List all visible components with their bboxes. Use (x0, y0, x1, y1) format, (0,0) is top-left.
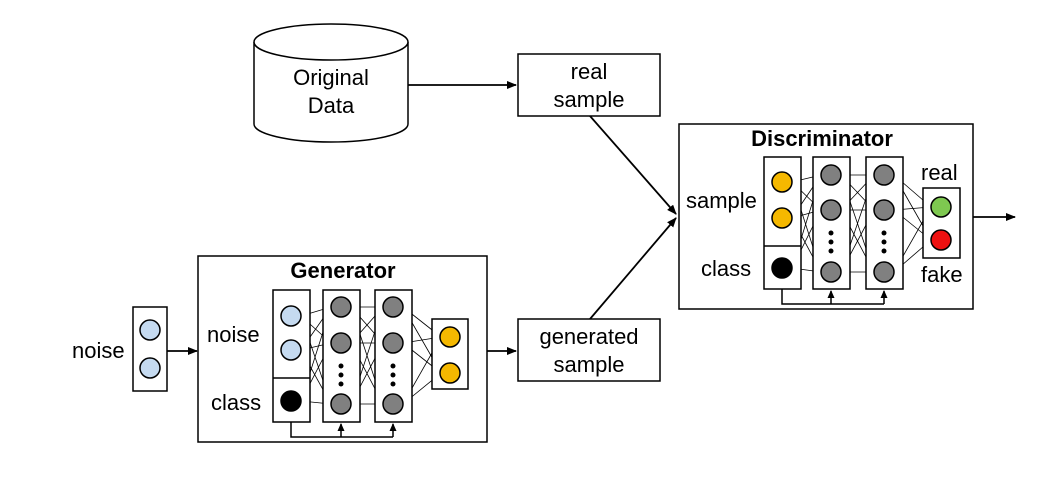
ellipsis-dot (338, 381, 344, 387)
discriminator-title: Discriminator (751, 126, 893, 151)
noise-input-node (139, 357, 161, 379)
original-data-label-line2: Data (308, 93, 355, 118)
generator-output-node (439, 362, 461, 384)
discriminator-class-label: class (701, 256, 751, 281)
real-sample-label-line1: real (571, 59, 608, 84)
generated-sample-box: generated sample (517, 318, 661, 382)
generator-output-node (439, 326, 461, 348)
generator-class-node (280, 390, 302, 412)
discriminator-sample-node (771, 171, 793, 193)
ellipsis-dot (338, 363, 344, 369)
original-data-cylinder: Original Data (253, 23, 409, 143)
ellipsis-dot (828, 248, 834, 254)
discriminator-hidden-node (820, 199, 842, 221)
ellipsis-dot (390, 372, 396, 378)
generator-noise-node (280, 305, 302, 327)
generator-hidden-node (330, 393, 352, 415)
generator-hidden-node (382, 393, 404, 415)
discriminator-sample-node (771, 207, 793, 229)
ellipsis-dot (828, 239, 834, 245)
discriminator-hidden-node (820, 164, 842, 186)
noise-input-node (139, 319, 161, 341)
discriminator-hidden-node (873, 164, 895, 186)
output-real-label: real (921, 160, 958, 185)
discriminator-hidden-node (820, 261, 842, 283)
output-fake-label: fake (921, 262, 963, 287)
discriminator-hidden-node (873, 261, 895, 283)
arrow-real-to-discriminator (589, 115, 677, 215)
generator-hidden-node (330, 296, 352, 318)
noise-input-layer (132, 306, 168, 392)
arrow-generated-to-discriminator (589, 217, 677, 320)
ellipsis-dot (881, 248, 887, 254)
generator-hidden-node (330, 332, 352, 354)
generated-sample-label-line2: sample (554, 352, 625, 377)
discriminator-class-skip-connection (781, 289, 888, 305)
ellipsis-dot (338, 372, 344, 378)
real-sample-box: real sample (517, 53, 661, 117)
discriminator-block: Discriminator sample class real fake (678, 123, 974, 310)
fake-output-node (930, 229, 952, 251)
generator-class-label: class (211, 390, 261, 415)
original-data-label-line1: Original (293, 65, 369, 90)
ellipsis-dot (881, 230, 887, 236)
noise-input-label: noise (72, 338, 125, 363)
real-output-node (930, 196, 952, 218)
ellipsis-dot (390, 381, 396, 387)
generator-class-skip-connection (290, 422, 397, 438)
generator-title: Generator (290, 258, 396, 283)
generator-hidden-node (382, 296, 404, 318)
ellipsis-dot (881, 239, 887, 245)
generator-noise-label: noise (207, 322, 260, 347)
real-sample-label-line2: sample (554, 87, 625, 112)
generated-sample-label-line1: generated (539, 324, 638, 349)
discriminator-class-node (771, 257, 793, 279)
discriminator-sample-label: sample (686, 188, 757, 213)
ellipsis-dot (828, 230, 834, 236)
discriminator-hidden-node (873, 199, 895, 221)
ellipsis-dot (390, 363, 396, 369)
generator-block: Generator noise class (197, 255, 488, 443)
generator-hidden-node (382, 332, 404, 354)
generator-noise-node (280, 339, 302, 361)
